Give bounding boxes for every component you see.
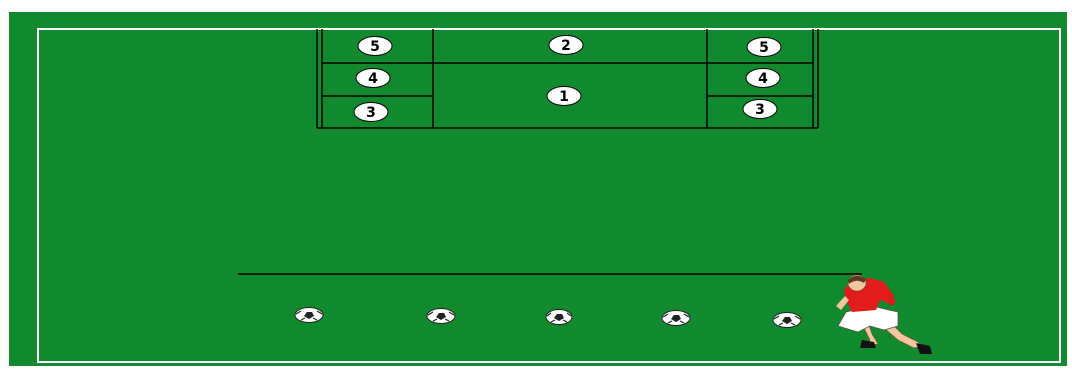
zone-left-bottom: 3	[354, 103, 388, 122]
zone-left-middle: 4	[356, 69, 390, 88]
soccer-ball-icon	[546, 310, 572, 325]
zone-number: 4	[368, 71, 378, 87]
zone-center-top: 2	[549, 36, 583, 55]
zone-number: 4	[758, 71, 768, 87]
soccer-ball-icon	[295, 308, 323, 323]
soccer-ball-icon	[773, 313, 801, 328]
zone-number: 1	[559, 89, 569, 105]
zone-right-bottom: 3	[743, 100, 777, 119]
zone-right-top: 5	[747, 38, 781, 57]
zone-number: 3	[755, 102, 765, 118]
zone-right-middle: 4	[746, 69, 780, 88]
zone-left-top: 5	[358, 37, 392, 56]
zone-number: 5	[370, 39, 380, 55]
pitch	[9, 12, 1067, 366]
zone-number: 3	[366, 105, 376, 121]
zone-number: 2	[561, 38, 571, 54]
zone-number: 5	[759, 40, 769, 56]
zone-center-main: 1	[547, 87, 581, 106]
soccer-ball-icon	[662, 311, 690, 326]
soccer-ball-icon	[427, 309, 455, 324]
